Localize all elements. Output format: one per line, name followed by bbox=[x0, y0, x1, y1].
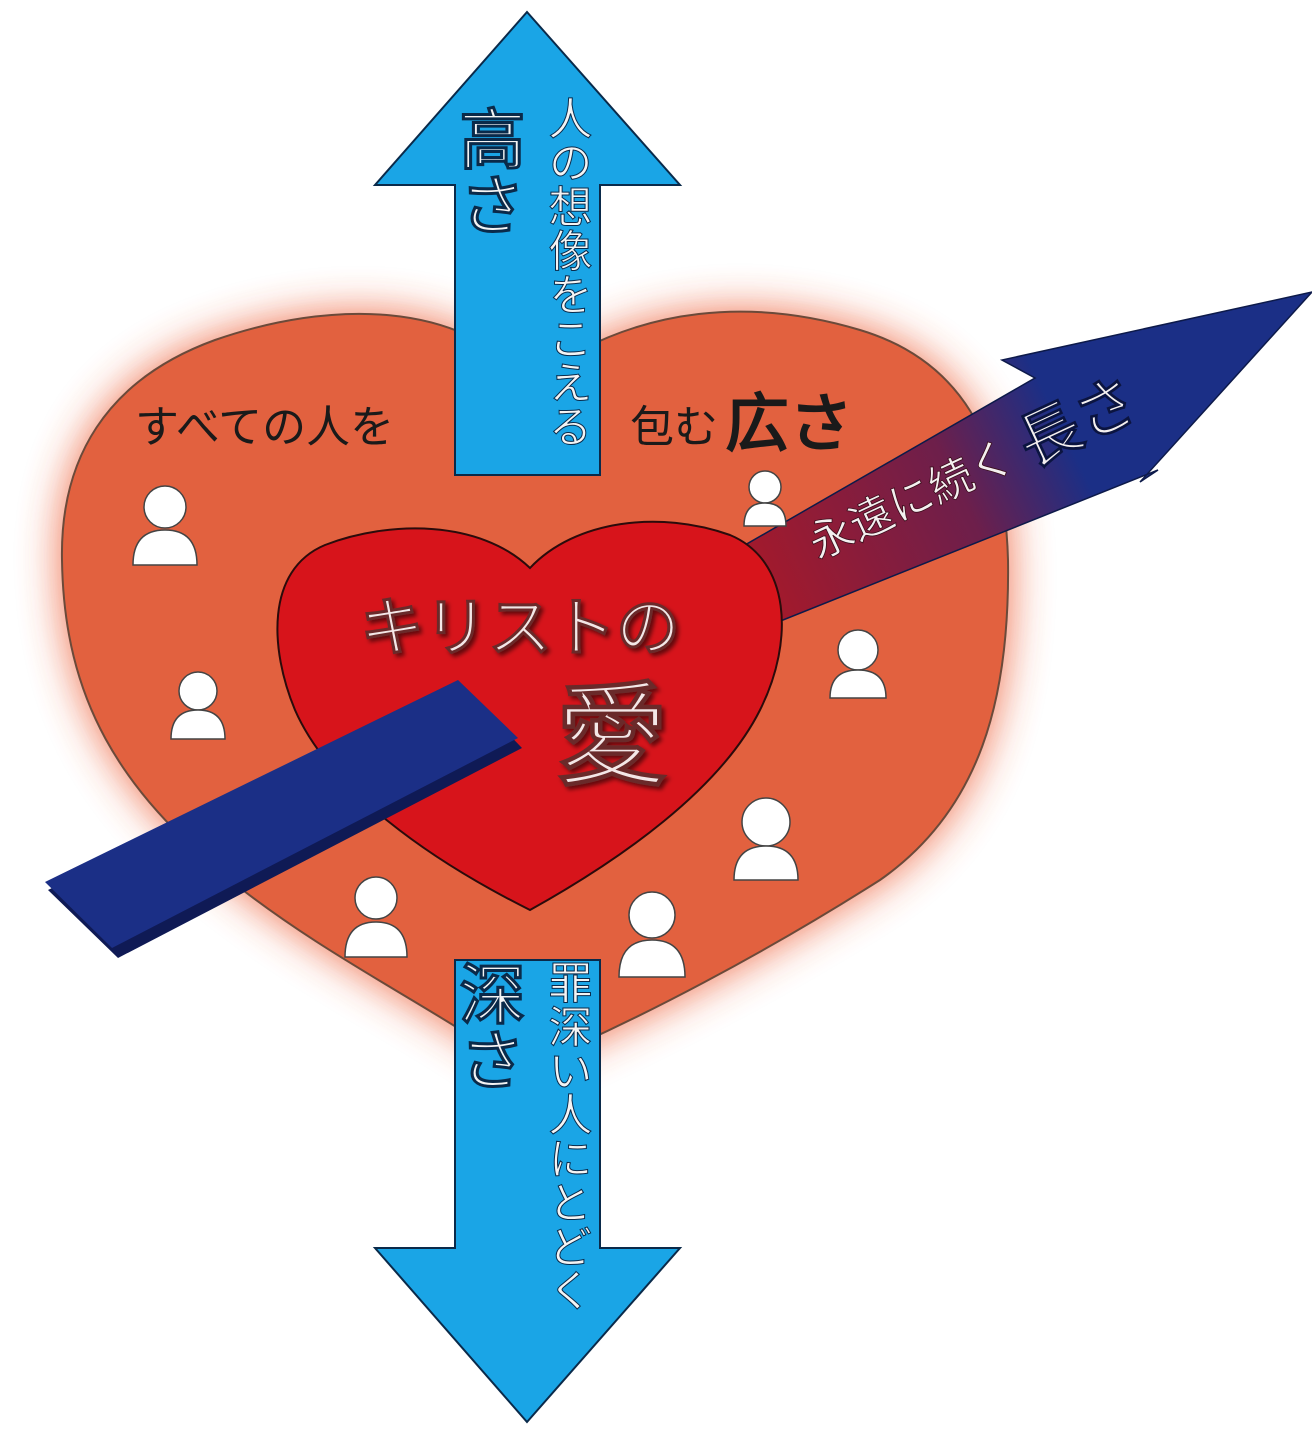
depth-arrow bbox=[372, 959, 683, 1424]
person-icon bbox=[743, 470, 787, 527]
depth-sub: 罪深い人にとどく bbox=[541, 960, 592, 1312]
height-arrow bbox=[372, 10, 683, 476]
inner-heart bbox=[276, 520, 783, 912]
person-icon bbox=[132, 485, 198, 566]
person-icon bbox=[170, 671, 226, 740]
breadth-title: 広さ bbox=[725, 388, 853, 462]
length-arrow bbox=[744, 291, 1312, 623]
person-icon bbox=[733, 797, 799, 881]
height-title: 高さ bbox=[449, 105, 526, 237]
center-love: 愛 bbox=[556, 672, 668, 802]
breadth-prefix: すべての人を bbox=[135, 402, 394, 453]
center-title: キリストの bbox=[360, 592, 680, 666]
depth-title: 深さ bbox=[449, 960, 526, 1092]
person-icons bbox=[132, 470, 887, 978]
person-icon bbox=[829, 629, 887, 699]
person-icon bbox=[618, 891, 686, 978]
person-icon bbox=[344, 876, 408, 958]
height-sub: 人の想像をこえる bbox=[541, 96, 592, 448]
breadth-mid: 包む bbox=[630, 402, 718, 453]
diagonal-bar bbox=[45, 680, 518, 948]
